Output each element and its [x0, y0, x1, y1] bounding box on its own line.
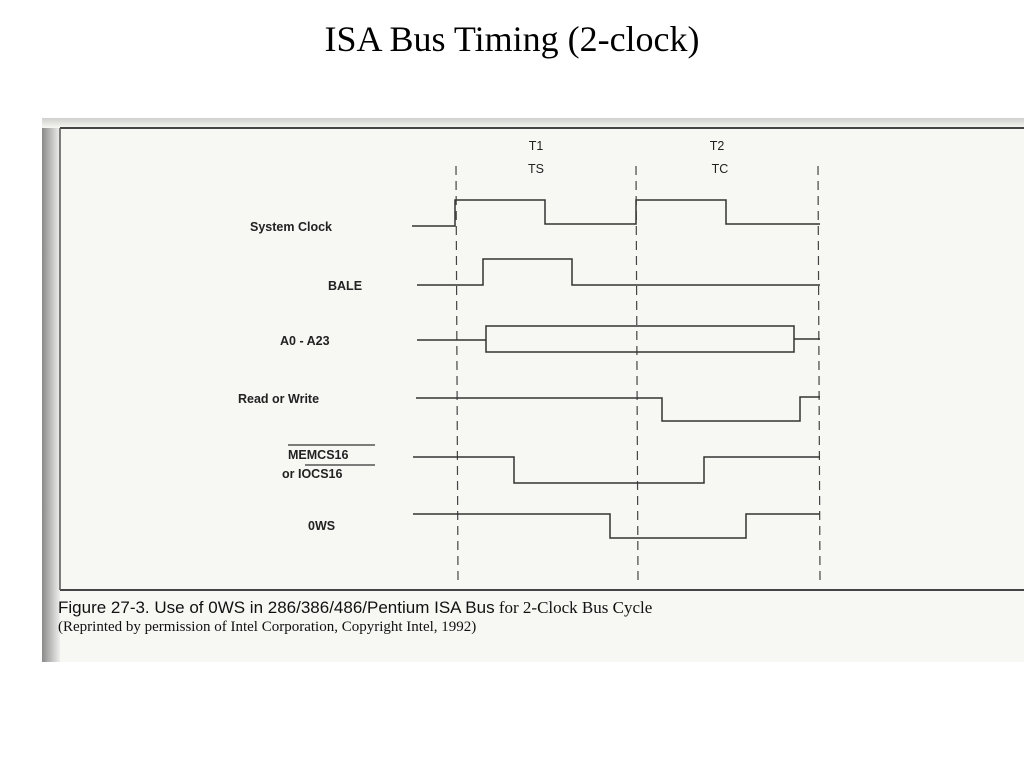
cycle-boundary-3	[817, 165, 821, 581]
cycle-boundary-1	[455, 165, 459, 581]
caption-credit: (Reprinted by permission of Intel Corpor…	[58, 619, 477, 635]
waveform-address-bus	[417, 325, 820, 353]
signal-label-iocs16: or IOCS16	[282, 467, 342, 481]
waveform-memcs16-iocs16	[413, 456, 820, 484]
phase-tc-label: TC	[712, 162, 729, 176]
waveform-bale	[417, 258, 820, 286]
caption-title: Figure 27-3. Use of 0WS in 286/386/486/P…	[58, 598, 495, 617]
signal-label-addr: A0 - A23	[280, 334, 330, 348]
waveform-system-clock	[412, 199, 820, 227]
scan-shadow-edge	[42, 118, 60, 662]
cycle-boundary-2	[635, 165, 639, 581]
slide-title: ISA Bus Timing (2-clock)	[324, 19, 700, 59]
signal-label-bale: BALE	[328, 279, 362, 293]
timing-diagram: T1 TS T2 TC System Clock BALE A0 - A23 R…	[59, 127, 1024, 591]
phase-t1-label: T1	[529, 139, 544, 153]
signal-label-rw: Read or Write	[238, 392, 319, 406]
waveform-read-write	[416, 396, 820, 422]
scan-shadow-top	[42, 118, 1024, 128]
signal-label-0ws: 0WS	[308, 519, 335, 533]
waveform-0ws	[413, 513, 820, 539]
phase-ts-label: TS	[528, 162, 544, 176]
caption-title-cont: for 2-Clock Bus Cycle	[498, 598, 653, 617]
signal-label-clock: System Clock	[250, 220, 332, 234]
figure-caption: Figure 27-3. Use of 0WS in 286/386/486/P…	[58, 598, 652, 636]
scanned-figure: T1 TS T2 TC System Clock BALE A0 - A23 R…	[42, 118, 1024, 662]
signal-label-memcs16: MEMCS16	[288, 448, 348, 462]
phase-t2-label: T2	[710, 139, 725, 153]
